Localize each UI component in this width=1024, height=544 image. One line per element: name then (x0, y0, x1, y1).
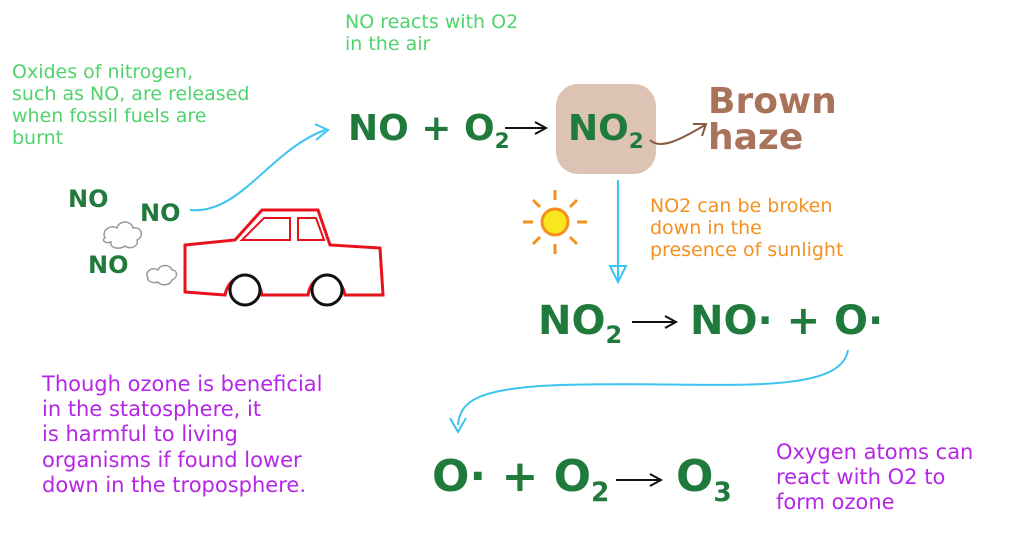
equation-3-reactants: O· + O2 (432, 451, 610, 508)
sun-icon (523, 190, 587, 254)
equation-1-reactants: NO + O2 (348, 108, 510, 155)
arrow-eq3 (616, 473, 664, 487)
arrow-to-haze (649, 123, 708, 145)
note-ozone-harmful: Though ozone is beneficial in the statos… (42, 372, 323, 497)
car-wheel (310, 273, 344, 307)
note-oxygen-atoms: Oxygen atoms can react with O2 to form o… (776, 440, 974, 515)
note-no2-broken-down: NO2 can be broken down in the presence o… (650, 195, 844, 261)
note-no-reacts: NO reacts with O2 in the air (345, 11, 519, 55)
arrowhead (314, 123, 330, 141)
no-label: NO (88, 251, 129, 279)
arrow-car-to-equation (189, 129, 326, 212)
equation-2-reactant: NO2 (538, 298, 623, 349)
haze-box (556, 84, 656, 174)
brown-haze-label: Brown haze (708, 81, 837, 158)
no-label: NO (140, 199, 181, 227)
arrow-o-to-eq3 (457, 349, 849, 426)
equation-3-product: O3 (676, 451, 732, 508)
no-label: NO (68, 185, 109, 213)
equation-1-product: NO2 (568, 108, 644, 155)
arrowhead (449, 417, 467, 435)
arrow-eq1 (505, 121, 549, 135)
car-icon (183, 208, 385, 297)
note-oxides-of-nitrogen: Oxides of nitrogen, such as NO, are rele… (12, 61, 250, 149)
exhaust-cloud-icon (102, 221, 178, 286)
arrowhead (608, 265, 628, 285)
car-wheel (228, 273, 262, 307)
arrow-eq2 (632, 315, 679, 329)
equation-2-products: NO· + O· (690, 298, 884, 344)
